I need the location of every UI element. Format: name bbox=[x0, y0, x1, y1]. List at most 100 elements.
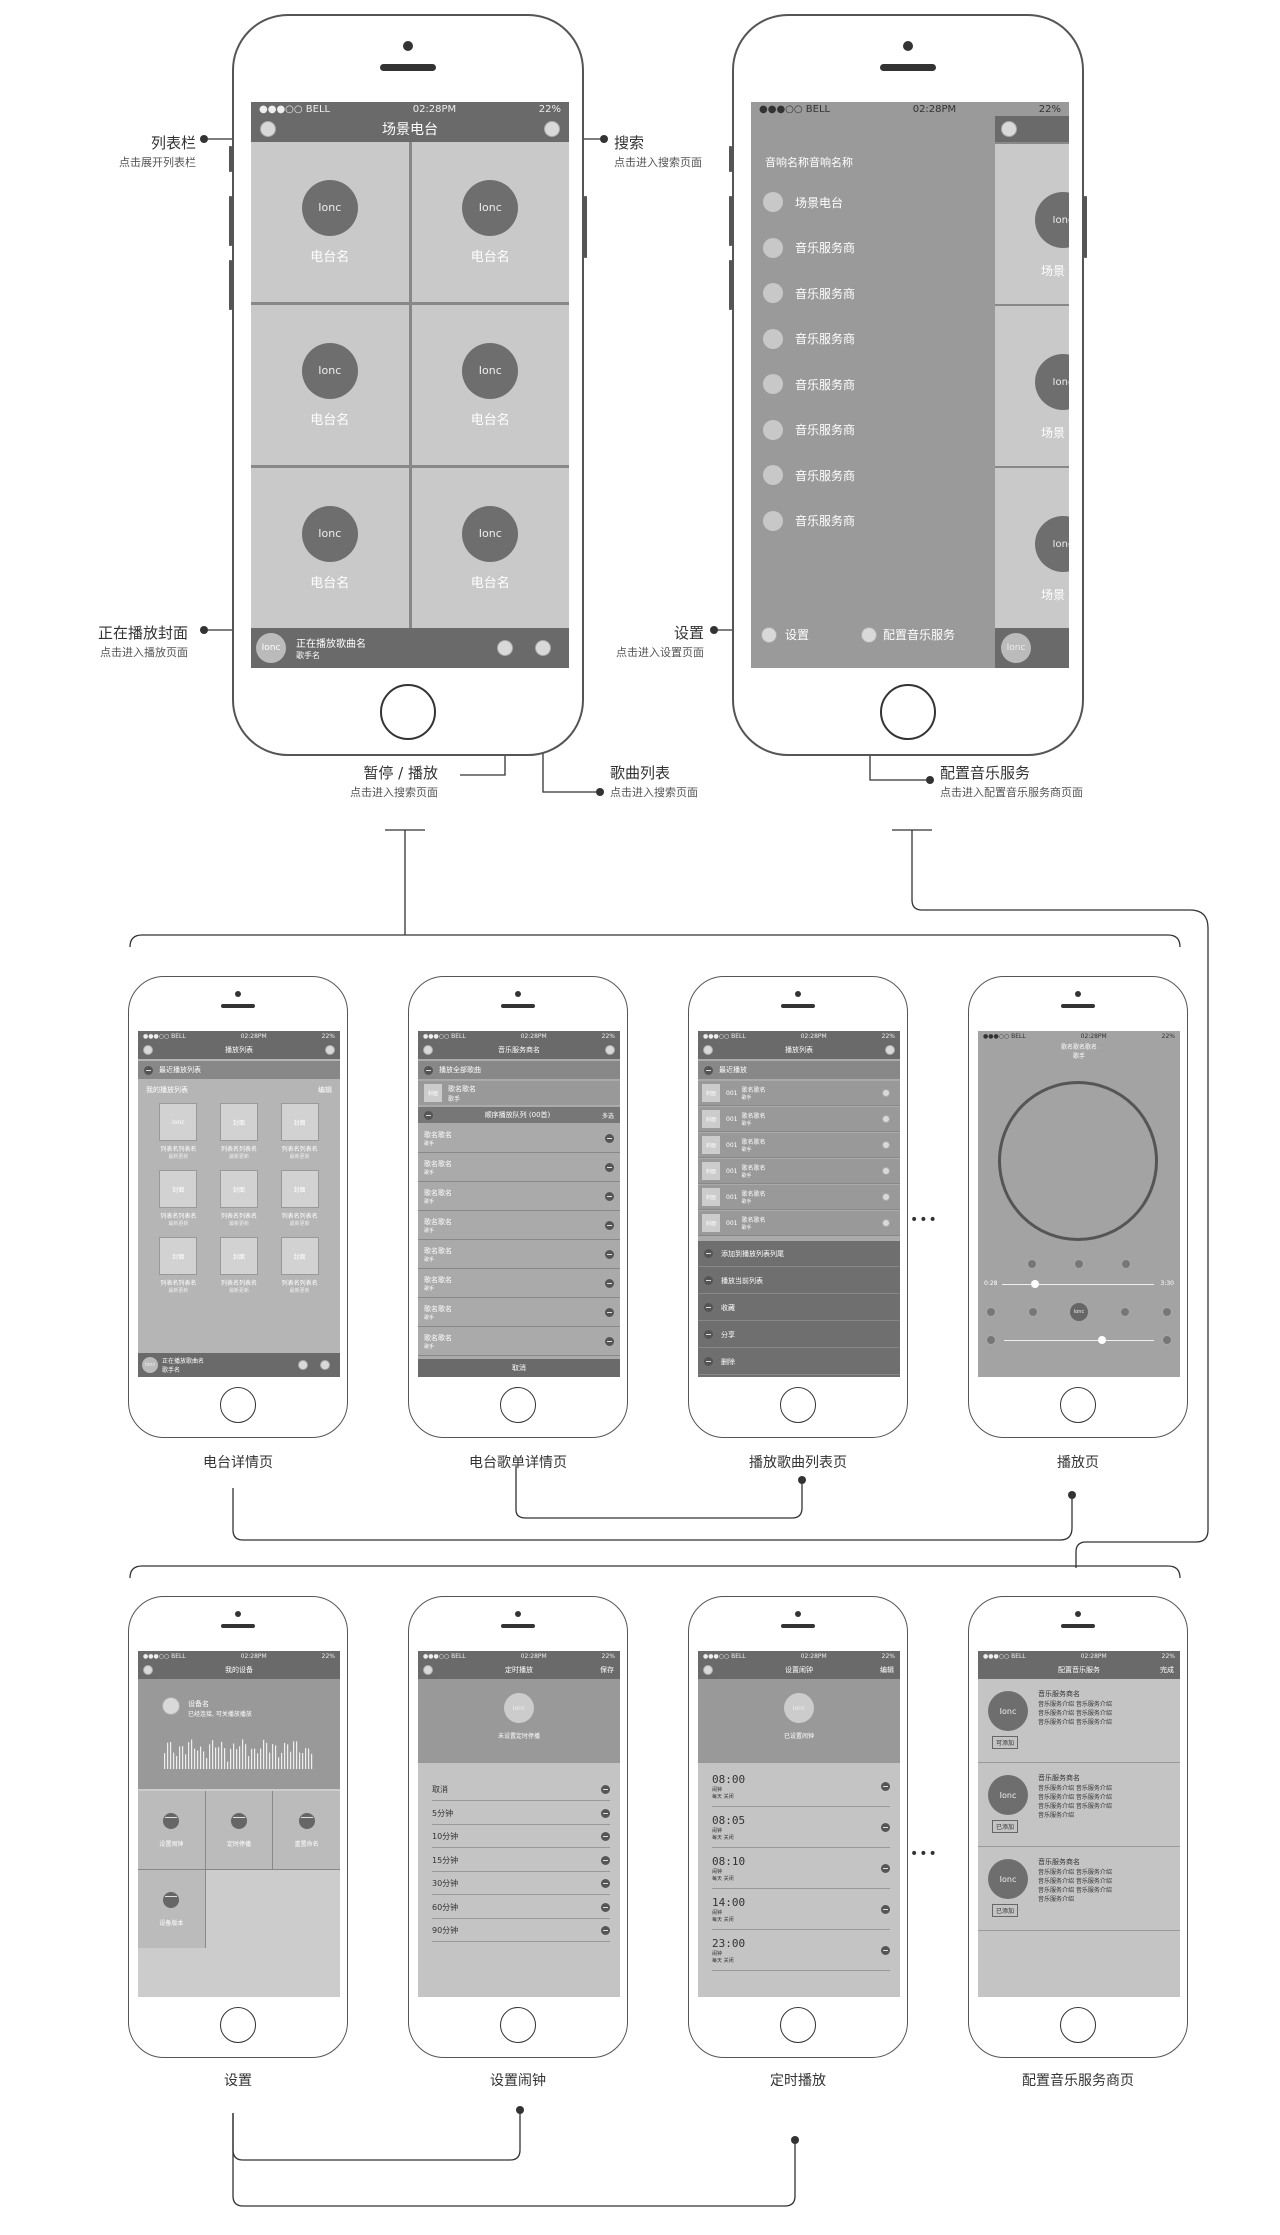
home-button[interactable] bbox=[220, 2007, 256, 2043]
search-icon[interactable] bbox=[885, 1045, 895, 1055]
song-row[interactable]: 歌名歌名歌手 bbox=[418, 1299, 620, 1327]
select-icon[interactable] bbox=[601, 1785, 610, 1794]
more-icon[interactable] bbox=[882, 1141, 890, 1149]
recent-row[interactable]: 最近播放 bbox=[698, 1061, 900, 1079]
back-icon[interactable] bbox=[143, 1045, 153, 1055]
action-item[interactable]: 收藏 bbox=[698, 1295, 900, 1321]
menu-item[interactable]: 音乐服务商 bbox=[763, 510, 855, 531]
cancel-button[interactable]: 取消 bbox=[418, 1359, 620, 1377]
play-all-row[interactable]: 播放全部歌曲 bbox=[418, 1061, 620, 1079]
playlist-card[interactable]: 封面列表名列表名最新更新 bbox=[148, 1170, 209, 1227]
home-button[interactable] bbox=[220, 1387, 256, 1423]
configure-services-entry[interactable]: 配置音乐服务 bbox=[861, 626, 1001, 643]
edit-button[interactable]: 编辑 bbox=[880, 1666, 894, 1674]
alarm-toggle[interactable] bbox=[881, 1905, 890, 1914]
menu-item[interactable]: 音乐服务商 bbox=[763, 237, 855, 258]
remove-icon[interactable] bbox=[605, 1134, 614, 1143]
timer-option[interactable]: 15分钟 bbox=[432, 1850, 610, 1872]
more-icon[interactable] bbox=[882, 1115, 890, 1123]
song-row[interactable]: 歌名歌名歌手 bbox=[418, 1154, 620, 1182]
search-icon[interactable] bbox=[605, 1045, 615, 1055]
repeat-icon[interactable] bbox=[1162, 1307, 1172, 1317]
now-playing-cover[interactable]: Ionc bbox=[142, 1357, 158, 1373]
remove-icon[interactable] bbox=[605, 1308, 614, 1317]
song-row[interactable]: 歌名歌名歌手 bbox=[418, 1125, 620, 1153]
home-button[interactable] bbox=[880, 684, 936, 740]
select-icon[interactable] bbox=[601, 1879, 610, 1888]
action-item[interactable]: 添加到播放列表列尾 bbox=[698, 1241, 900, 1267]
timer-option[interactable]: 90分钟 bbox=[432, 1920, 610, 1942]
menu-item[interactable]: 音乐服务商 bbox=[763, 328, 855, 349]
progress-track[interactable] bbox=[1002, 1280, 1154, 1288]
playlist-card[interactable]: 封面列表名列表名最新更新 bbox=[269, 1103, 330, 1160]
more-icon[interactable] bbox=[882, 1219, 890, 1227]
home-button[interactable] bbox=[1060, 1387, 1096, 1423]
service-tag[interactable]: 可添加 bbox=[992, 1736, 1019, 1749]
done-button[interactable]: 完成 bbox=[1160, 1666, 1174, 1674]
menu-item[interactable]: 音乐服务商 bbox=[763, 374, 855, 394]
volume-track[interactable] bbox=[1004, 1336, 1154, 1344]
timer-option[interactable]: 取消 bbox=[432, 1779, 610, 1801]
action-item[interactable]: 删除 bbox=[698, 1349, 900, 1375]
playlist-card[interactable]: 封面列表名列表名最新更新 bbox=[269, 1237, 330, 1294]
pause-play-icon[interactable] bbox=[497, 640, 513, 656]
service-tag[interactable]: 已添加 bbox=[992, 1820, 1019, 1833]
remove-icon[interactable] bbox=[605, 1192, 614, 1201]
song-row[interactable]: 歌名歌名歌手 bbox=[418, 1270, 620, 1298]
volume-knob[interactable] bbox=[1097, 1336, 1106, 1344]
back-icon[interactable] bbox=[703, 1045, 713, 1055]
song-row[interactable]: 歌名歌名歌手 bbox=[418, 1241, 620, 1269]
home-button[interactable] bbox=[780, 1387, 816, 1423]
timer-option[interactable]: 10分钟 bbox=[432, 1826, 610, 1848]
select-icon[interactable] bbox=[601, 1808, 610, 1818]
playlist-card[interactable]: 封面列表名列表名最新更新 bbox=[209, 1103, 270, 1160]
save-button[interactable]: 保存 bbox=[600, 1666, 614, 1674]
song-row[interactable]: 歌名歌名歌手 bbox=[418, 1183, 620, 1211]
list-menu-icon[interactable] bbox=[260, 121, 276, 137]
now-playing-cover[interactable]: Ionc bbox=[256, 633, 286, 663]
home-button[interactable] bbox=[500, 2007, 536, 2043]
multi-select-link[interactable]: 多选 bbox=[601, 1112, 614, 1120]
action-item[interactable]: 播放当前列表 bbox=[698, 1268, 900, 1294]
tile-version[interactable]: 设备版本 bbox=[138, 1870, 205, 1948]
shuffle-icon[interactable] bbox=[986, 1307, 996, 1317]
playlist-card[interactable]: 封面列表名列表名最新更新 bbox=[209, 1237, 270, 1294]
search-icon[interactable] bbox=[544, 121, 560, 137]
more-icon[interactable] bbox=[1121, 1259, 1132, 1269]
back-icon[interactable] bbox=[143, 1665, 153, 1675]
peek-panel[interactable]: Ionc场景 Ionc场景 Ionc场景 Ionc bbox=[995, 116, 1069, 668]
select-icon[interactable] bbox=[601, 1832, 610, 1841]
back-icon[interactable] bbox=[423, 1045, 433, 1055]
alarm-toggle[interactable] bbox=[881, 1864, 890, 1873]
more-icon[interactable] bbox=[882, 1089, 890, 1097]
remove-icon[interactable] bbox=[605, 1250, 614, 1259]
menu-item[interactable]: 音乐服务商 bbox=[763, 283, 855, 303]
alarm-toggle[interactable] bbox=[881, 1946, 890, 1955]
tile-rename[interactable]: 重置命名 bbox=[273, 1791, 340, 1869]
select-icon[interactable] bbox=[601, 1926, 610, 1935]
prev-icon[interactable] bbox=[1028, 1307, 1038, 1317]
song-row[interactable]: 歌名歌名歌手 bbox=[418, 1328, 620, 1356]
song-list-icon[interactable] bbox=[320, 1360, 330, 1370]
home-button[interactable] bbox=[500, 1387, 536, 1423]
like-icon[interactable] bbox=[1026, 1259, 1037, 1269]
remove-icon[interactable] bbox=[605, 1221, 614, 1230]
alarm-toggle[interactable] bbox=[881, 1823, 890, 1832]
home-button[interactable] bbox=[1060, 2007, 1096, 2043]
more-icon[interactable] bbox=[882, 1167, 890, 1175]
volume-up-icon[interactable] bbox=[1162, 1335, 1172, 1345]
playlist-card[interactable]: 封面列表名列表名最新更新 bbox=[269, 1170, 330, 1227]
remove-icon[interactable] bbox=[605, 1163, 614, 1172]
tile-alarm[interactable]: 设置闹钟 bbox=[138, 1791, 205, 1869]
select-icon[interactable] bbox=[601, 1902, 610, 1912]
